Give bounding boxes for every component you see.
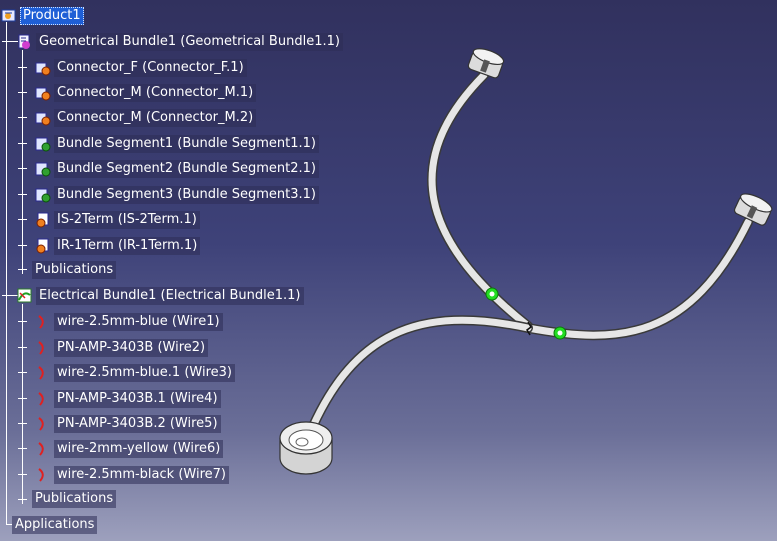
product-icon [0, 7, 18, 25]
tree-node-label: Connector_M (Connector_M.1) [54, 84, 257, 102]
tree-line [6, 524, 12, 525]
collapse-toggle[interactable] [2, 37, 11, 46]
constraint-marker-1[interactable] [485, 287, 499, 301]
expand-toggle[interactable] [18, 265, 27, 274]
expand-toggle[interactable] [18, 470, 27, 479]
tree-node-label: PN-AMP-3403B (Wire2) [54, 339, 209, 357]
bundle-segment-icon [34, 135, 52, 153]
tree-node-geometrical-bundle[interactable]: Geometrical Bundle1 (Geometrical Bundle1… [16, 32, 343, 52]
tree-node-wire6[interactable]: wire-2mm-yellow (Wire6) [34, 439, 224, 459]
expand-toggle[interactable] [18, 63, 27, 72]
tree-node-ir-1term[interactable]: IR-1Term (IR-1Term.1) [34, 236, 201, 256]
tree-node-wire5[interactable]: PN-AMP-3403B.2 (Wire5) [34, 414, 221, 434]
tree-node-bundle-segment-3[interactable]: Bundle Segment3 (Bundle Segment3.1) [34, 185, 320, 205]
tree-node-label: IS-2Term (IS-2Term.1) [54, 211, 200, 229]
bundle-segment-icon [34, 160, 52, 178]
tree-line [11, 295, 18, 296]
connector-icon [34, 84, 52, 102]
expand-toggle[interactable] [18, 164, 27, 173]
connector-icon [34, 109, 52, 127]
tree-node-is-2term[interactable]: IS-2Term (IS-2Term.1) [34, 210, 200, 230]
tree-node-label: wire-2.5mm-blue.1 (Wire3) [54, 364, 235, 382]
tree-node-label: Publications [32, 261, 117, 279]
wire-icon [34, 364, 52, 382]
terminal-icon [34, 237, 52, 255]
tree-node-publications-1[interactable]: Publications [30, 260, 117, 280]
tree-node-bundle-segment-2[interactable]: Bundle Segment2 (Bundle Segment2.1) [34, 159, 320, 179]
expand-toggle[interactable] [18, 394, 27, 403]
tree-node-connector-m-1[interactable]: Connector_M (Connector_M.1) [34, 83, 257, 103]
terminal-icon [34, 211, 52, 229]
expand-toggle[interactable] [18, 368, 27, 377]
tree-node-electrical-bundle[interactable]: Electrical Bundle1 (Electrical Bundle1.1… [16, 286, 304, 306]
tree-node-label: PN-AMP-3403B.1 (Wire4) [54, 390, 221, 408]
tree-node-label: Electrical Bundle1 (Electrical Bundle1.1… [36, 287, 304, 305]
wire-icon [34, 313, 52, 331]
tree-node-publications-2[interactable]: Publications [30, 489, 117, 509]
bundle-segment-icon [34, 186, 52, 204]
wire-icon [34, 339, 52, 357]
constraint-marker-2[interactable] [553, 326, 567, 340]
tree-line [6, 22, 7, 525]
tree-node-wire7[interactable]: wire-2.5mm-black (Wire7) [34, 465, 229, 485]
wire-icon [34, 466, 52, 484]
tree-node-label: Publications [32, 490, 117, 508]
tree-node-label: PN-AMP-3403B.2 (Wire5) [54, 415, 221, 433]
expand-toggle[interactable] [18, 139, 27, 148]
tree-node-label: Bundle Segment1 (Bundle Segment1.1) [54, 135, 320, 153]
tree-node-wire2[interactable]: PN-AMP-3403B (Wire2) [34, 338, 209, 358]
connector-top[interactable] [467, 45, 505, 79]
expand-toggle[interactable] [18, 343, 27, 352]
tree-line [11, 41, 18, 42]
expand-toggle[interactable] [18, 241, 27, 250]
tree-line [22, 50, 23, 270]
tree-node-label: Bundle Segment3 (Bundle Segment3.1) [54, 186, 320, 204]
expand-toggle[interactable] [18, 419, 27, 428]
tree-node-applications[interactable]: Applications [10, 515, 98, 535]
tree-node-bundle-segment-1[interactable]: Bundle Segment1 (Bundle Segment1.1) [34, 134, 320, 154]
connector-right[interactable] [733, 190, 774, 226]
wire-icon [34, 440, 52, 458]
expand-toggle[interactable] [18, 495, 27, 504]
tree-node-connector-m-2[interactable]: Connector_M (Connector_M.2) [34, 108, 257, 128]
tree-node-wire3[interactable]: wire-2.5mm-blue.1 (Wire3) [34, 363, 235, 383]
tree-node-label: wire-2.5mm-black (Wire7) [54, 466, 229, 484]
expand-toggle[interactable] [18, 113, 27, 122]
collapse-toggle[interactable] [2, 291, 11, 300]
connector-bottom-left[interactable] [279, 421, 333, 475]
tree-node-connector-f[interactable]: Connector_F (Connector_F.1) [34, 58, 247, 78]
tree-node-product1[interactable]: Product1 [0, 6, 84, 26]
expand-toggle[interactable] [18, 190, 27, 199]
expand-toggle[interactable] [18, 88, 27, 97]
tree-node-label: Connector_M (Connector_M.2) [54, 109, 257, 127]
tree-node-wire4[interactable]: PN-AMP-3403B.1 (Wire4) [34, 389, 221, 409]
electrical-bundle-icon [16, 287, 34, 305]
geometrical-bundle-icon [16, 33, 34, 51]
wire-icon [34, 415, 52, 433]
tree-node-label: wire-2mm-yellow (Wire6) [54, 440, 224, 458]
tree-node-label: Applications [12, 516, 98, 534]
tree-node-label: Geometrical Bundle1 (Geometrical Bundle1… [36, 33, 343, 51]
expand-toggle[interactable] [18, 215, 27, 224]
tree-node-label: IR-1Term (IR-1Term.1) [54, 237, 201, 255]
connector-icon [34, 59, 52, 77]
tree-node-wire1[interactable]: wire-2.5mm-blue (Wire1) [34, 312, 223, 332]
expand-toggle[interactable] [18, 444, 27, 453]
junction-mark [526, 321, 532, 336]
tree-node-label: Product1 [20, 7, 84, 25]
expand-toggle[interactable] [18, 317, 27, 326]
tree-node-label: Bundle Segment2 (Bundle Segment2.1) [54, 160, 320, 178]
tree-node-label: Connector_F (Connector_F.1) [54, 59, 247, 77]
wire-icon [34, 390, 52, 408]
tree-node-label: wire-2.5mm-blue (Wire1) [54, 313, 223, 331]
